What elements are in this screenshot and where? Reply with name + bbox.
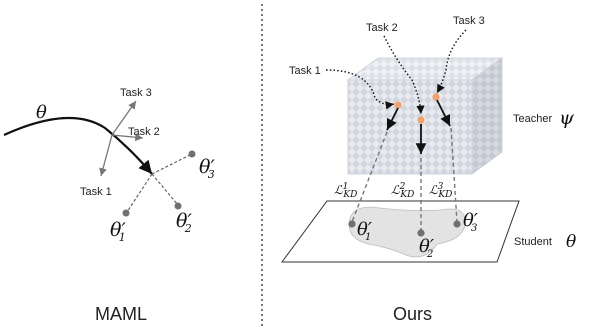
teacher-symbol: ψ bbox=[559, 107, 575, 129]
theta1-point bbox=[122, 209, 130, 217]
task3-entry bbox=[436, 29, 467, 94]
student-symbol: θ bbox=[566, 232, 576, 252]
task3-label: Task 3 bbox=[120, 87, 152, 99]
student-point-3 bbox=[453, 220, 461, 228]
ours-task1-label: Task 1 bbox=[289, 65, 321, 77]
kd-link-3 bbox=[450, 127, 458, 223]
task1-entry bbox=[325, 69, 395, 110]
task2-arrow bbox=[111, 133, 144, 142]
student-theta1: θ′1 bbox=[357, 219, 372, 243]
task1-label: Task 1 bbox=[80, 186, 112, 198]
student-theta2: θ′2 bbox=[419, 236, 434, 260]
adapt-line-3 bbox=[151, 153, 193, 175]
theta2-param: θ′2 bbox=[176, 210, 192, 235]
student-label: Student bbox=[514, 236, 552, 248]
adapt-line-1 bbox=[126, 173, 153, 213]
meta-trajectory bbox=[3, 116, 153, 175]
theta-label: θ bbox=[36, 102, 47, 123]
teacher-arrow-1 bbox=[386, 107, 399, 131]
ours-task2-label: Task 2 bbox=[366, 22, 398, 34]
task2-entry bbox=[383, 35, 425, 115]
ours-panel: Teacher ψ Task 1 Task 2 Task 3 Student θ… bbox=[281, 15, 576, 324]
kd-link-1 bbox=[351, 131, 388, 223]
task3-arrow bbox=[111, 100, 137, 136]
theta3-point bbox=[188, 150, 196, 158]
ours-caption: Ours bbox=[393, 304, 432, 324]
teacher-cube bbox=[346, 57, 504, 175]
teacher-label: Teacher bbox=[513, 113, 552, 125]
student-point-2 bbox=[417, 229, 425, 237]
theta2-point bbox=[174, 202, 182, 210]
student-point-1 bbox=[348, 220, 356, 228]
task1-arrow bbox=[99, 134, 113, 177]
task2-label: Task 2 bbox=[128, 126, 160, 138]
teacher-arrow-3 bbox=[436, 99, 451, 127]
teacher-point-1 bbox=[394, 101, 402, 109]
maml-caption: MAML bbox=[95, 304, 147, 324]
teacher-point-2 bbox=[417, 116, 425, 124]
theta1-param: θ′1 bbox=[110, 219, 126, 244]
maml-panel: θ Task 3 Task 2 Task 1 θ′3 θ′2 θ′1 MAML bbox=[3, 87, 215, 324]
adapt-line-2 bbox=[151, 173, 179, 206]
teacher-point-3 bbox=[432, 93, 440, 101]
student-theta3: θ′3 bbox=[463, 210, 478, 234]
theta3-param: θ′3 bbox=[199, 156, 215, 181]
ours-task3-label: Task 3 bbox=[453, 15, 485, 27]
student-region bbox=[348, 206, 466, 258]
